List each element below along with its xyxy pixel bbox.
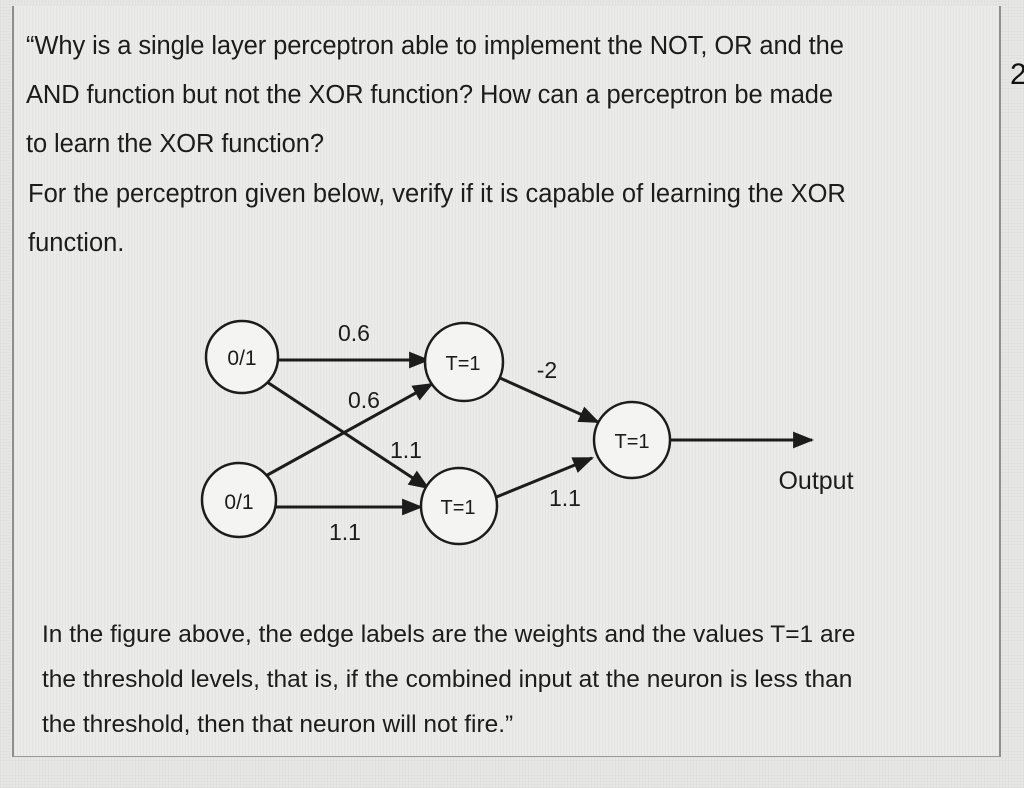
- instruction-line-1: For the perceptron given below, verify i…: [28, 180, 846, 208]
- document-frame: [12, 6, 1001, 757]
- output-node: [592, 400, 672, 480]
- question-line-3: to learn the XOR function?: [26, 130, 324, 158]
- input-node-top: [204, 319, 280, 395]
- edge-hidden-top-to-output: [499, 376, 600, 424]
- question-line-2: AND function but not the XOR function? H…: [26, 81, 833, 109]
- weight-hidden-top-to-output: -2: [537, 357, 557, 383]
- weight-bottom-to-bottom: 1.1: [329, 519, 361, 545]
- footnote-line-1: In the figure above, the edge labels are…: [42, 621, 856, 648]
- input-bottom-label: 0/1: [224, 491, 253, 514]
- hidden-top-label: T=1: [445, 353, 480, 375]
- instruction-text: For the perceptron given below, verify i…: [28, 170, 978, 268]
- question-text: “Why is a single layer perceptron able t…: [26, 22, 986, 169]
- hidden-node-bottom: [419, 466, 499, 546]
- weight-top-to-bottom: 1.1: [390, 437, 422, 463]
- footnote-line-2: the threshold levels, that is, if the co…: [42, 666, 853, 693]
- weight-hidden-bottom-to-output: 1.1: [549, 485, 581, 511]
- output-node-label: T=1: [614, 431, 649, 453]
- input-top-label: 0/1: [227, 347, 256, 370]
- cropped-edge-character: 2: [1010, 58, 1024, 91]
- weight-top-to-top: 0.6: [338, 320, 370, 346]
- hidden-node-top: [423, 321, 505, 403]
- question-line-1: “Why is a single layer perceptron able t…: [26, 32, 844, 60]
- instruction-line-2: function.: [28, 229, 125, 257]
- input-node-bottom: [200, 461, 278, 539]
- output-label: Output: [778, 467, 853, 495]
- weight-bottom-to-top: 0.6: [348, 387, 380, 413]
- edge-hidden-bottom-to-output: [493, 456, 594, 500]
- edge-input-bottom-to-hidden-top: [261, 382, 434, 480]
- hidden-bottom-label: T=1: [440, 497, 475, 519]
- edge-input-top-to-hidden-bottom: [263, 378, 430, 490]
- footnote-line-3: the threshold, then that neuron will not…: [42, 711, 514, 738]
- footnote-text: In the figure above, the edge labels are…: [42, 612, 982, 747]
